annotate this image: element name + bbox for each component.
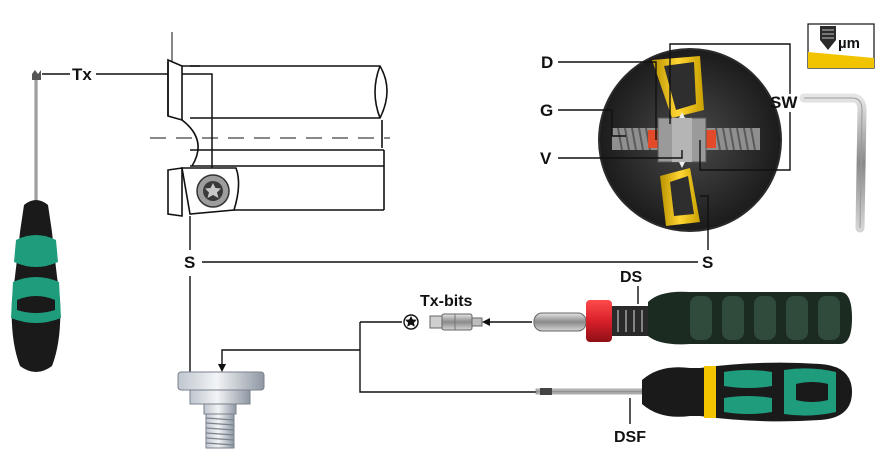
screwdriver-shaft [34, 78, 38, 203]
torx-screwdriver [11, 70, 61, 372]
dsf-screwdriver [535, 362, 852, 422]
leader-g [558, 109, 626, 137]
leader-v [558, 150, 683, 159]
torx-screw-head [196, 174, 230, 208]
handle-green-band [14, 235, 58, 267]
label-v: V [540, 149, 552, 168]
red-collar [586, 300, 612, 342]
leader-sw-top [669, 43, 791, 124]
label-ds: DS [620, 269, 643, 286]
leader-tools-to-nut [221, 349, 360, 368]
leader-d [558, 61, 657, 140]
label-s-left: S [184, 253, 195, 272]
micron-label: µm [838, 35, 860, 52]
micron-badge: µm [807, 23, 875, 69]
hex-key-outline [804, 97, 863, 229]
torx-bit [429, 313, 483, 331]
handle-black-grip [17, 296, 55, 313]
leader-sw-bottom [699, 112, 791, 171]
label-tx-bits: Tx-bits [420, 293, 473, 310]
ds-torque-screwdriver [533, 291, 852, 345]
leader-bracket [359, 322, 540, 393]
clamp-screw-part [177, 371, 265, 449]
insert-closeup [598, 48, 782, 232]
leader-s-right [700, 195, 709, 250]
yellow-wedge-micron-icon [808, 52, 874, 68]
arrow-head-nut [218, 364, 226, 372]
label-sw: SW [770, 93, 798, 112]
label-d: D [541, 53, 553, 72]
arrow-head-bit [482, 318, 490, 326]
label-g: G [540, 101, 553, 120]
label-s-right: S [702, 253, 713, 272]
label-dsf: DSF [614, 429, 646, 446]
hex-key [799, 93, 867, 233]
label-tx: Tx [72, 65, 92, 84]
boring-bar-drawing [150, 32, 390, 217]
torx-star-icon [403, 314, 419, 330]
torx-tip [32, 70, 41, 80]
leader-tx-right [96, 73, 213, 190]
